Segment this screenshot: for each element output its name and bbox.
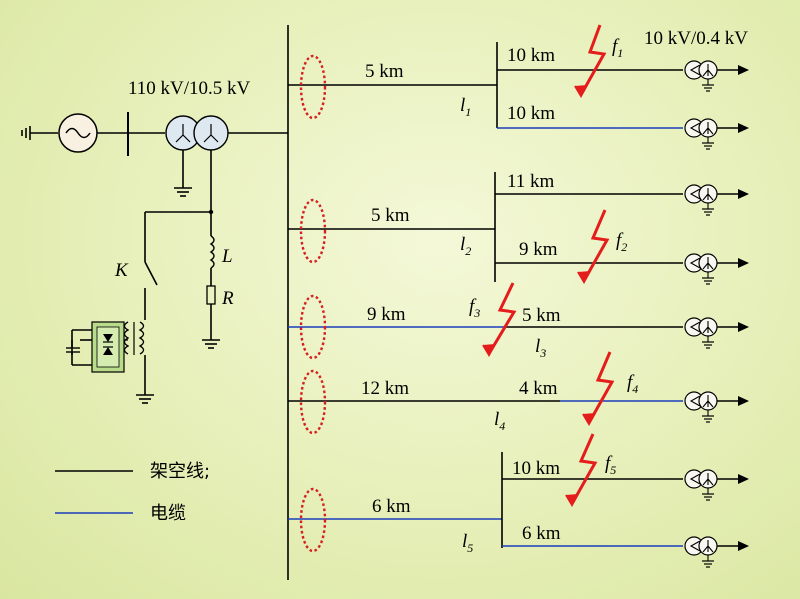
neutral-grounding-circuit — [144, 150, 220, 349]
fault-label: f3 — [469, 296, 480, 320]
zero-sequence-ct-icon — [299, 54, 327, 120]
zero-sequence-ct-icon — [299, 369, 327, 435]
load-icon — [684, 469, 750, 501]
fault-bolt-icon — [577, 209, 610, 285]
branch-length: 6 km — [522, 523, 561, 544]
load-icon — [684, 317, 750, 349]
branch-length: 10 km — [507, 45, 555, 66]
feeder-l2 — [288, 172, 750, 285]
fault-label: f5 — [605, 453, 616, 477]
load-icon — [684, 118, 750, 150]
branch-length: 11 km — [507, 171, 555, 192]
fault-bolt-icon — [565, 433, 598, 508]
generator-icon — [21, 112, 165, 156]
load-icon — [684, 253, 750, 285]
branch-length: 4 km — [519, 378, 558, 399]
load-icon — [684, 184, 750, 216]
feeder-length: 9 km — [367, 304, 406, 325]
legend-overhead-label: 架空线; — [150, 461, 210, 482]
branch-length: 10 km — [507, 103, 555, 124]
zero-sequence-ct-icon — [299, 198, 327, 264]
zero-sequence-ct-icon — [299, 487, 327, 553]
feeder-l1 — [288, 42, 750, 150]
controlled-compensator-icon — [66, 321, 154, 404]
fault-label: f2 — [616, 230, 627, 254]
feeder-length: 12 km — [361, 378, 409, 399]
main-transformer-icon — [165, 115, 288, 197]
branch-length: 9 km — [519, 239, 558, 260]
distribution-transformer-rating: 10 kV/0.4 kV — [644, 28, 748, 49]
feeder-l4 — [288, 391, 750, 423]
main-transformer-rating: 110 kV/10.5 kV — [128, 78, 251, 99]
resistor-label: R — [221, 288, 234, 309]
line-label: l3 — [535, 336, 546, 360]
feeder-length: 6 km — [372, 496, 411, 517]
fault-bolt-icon — [582, 351, 615, 427]
line-label: l4 — [494, 409, 505, 433]
feeder-l5 — [288, 452, 750, 568]
legend: 架空线; 电缆 — [55, 461, 210, 524]
feeder-l3 — [288, 317, 750, 349]
fault-bolt-icon — [574, 24, 607, 99]
feeder-length: 5 km — [371, 205, 410, 226]
branch-length: 5 km — [522, 305, 561, 326]
fault-bolt-icon — [482, 282, 517, 358]
line-label: l5 — [462, 531, 473, 555]
feeder-length: 5 km — [365, 61, 404, 82]
line-label: l1 — [460, 95, 471, 119]
load-icon — [684, 60, 750, 92]
legend-cable-label: 电缆 — [150, 503, 186, 524]
line-label: l2 — [460, 234, 471, 258]
load-icon — [684, 391, 750, 423]
switch-label: K — [114, 260, 129, 281]
inductor-label: L — [221, 246, 233, 267]
load-icon — [684, 536, 750, 568]
fault-label: f1 — [612, 36, 623, 60]
branch-length: 10 km — [512, 458, 560, 479]
fault-label: f4 — [627, 372, 638, 396]
